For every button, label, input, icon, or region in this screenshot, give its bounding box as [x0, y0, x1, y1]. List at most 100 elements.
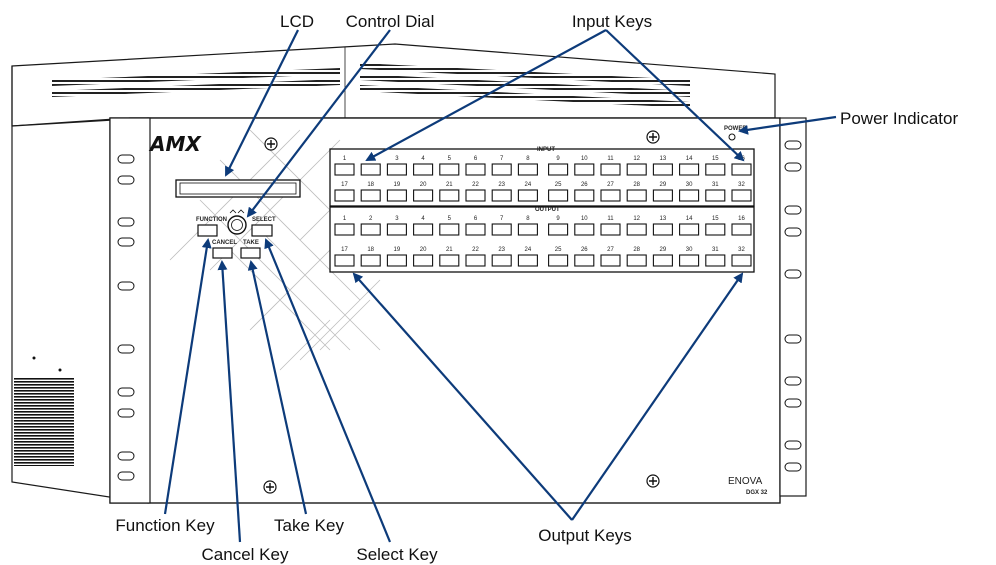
- output-key-25[interactable]: [548, 254, 569, 267]
- input-key-27[interactable]: [600, 189, 621, 202]
- input-key-11[interactable]: [600, 163, 621, 176]
- output-key-27[interactable]: [600, 254, 621, 267]
- input-key-23[interactable]: [491, 189, 512, 202]
- input-key-number: 30: [686, 182, 693, 188]
- output-key-14[interactable]: [679, 223, 700, 236]
- output-key-26[interactable]: [574, 254, 595, 267]
- input-key-25[interactable]: [548, 189, 569, 202]
- input-key-9[interactable]: [548, 163, 569, 176]
- output-key-number: 5: [448, 216, 452, 222]
- take-key-leader: [247, 260, 308, 515]
- input-keys-callout: Input Keys: [572, 12, 652, 31]
- control-dial-callout: Control Dial: [346, 12, 435, 31]
- rack-ear-right: [779, 117, 807, 497]
- output-key-8[interactable]: [517, 223, 538, 236]
- input-key-15[interactable]: [705, 163, 726, 176]
- output-key-9[interactable]: [548, 223, 569, 236]
- output-key-31[interactable]: [705, 254, 726, 267]
- input-key-22[interactable]: [465, 189, 486, 202]
- rack-slots-left: [117, 154, 135, 481]
- input-key-number: 18: [367, 182, 374, 188]
- output-key-21[interactable]: [439, 254, 460, 267]
- output-key-6[interactable]: [465, 223, 486, 236]
- output-key-15[interactable]: [705, 223, 726, 236]
- control-dial[interactable]: [227, 209, 247, 235]
- output-key-3[interactable]: [386, 223, 407, 236]
- output-key-number: 21: [446, 247, 453, 253]
- select-button[interactable]: [251, 224, 273, 237]
- input-key-8[interactable]: [517, 163, 538, 176]
- output-key-1[interactable]: [334, 223, 355, 236]
- model-name: ENOVA: [728, 476, 763, 487]
- input-key-32[interactable]: [731, 189, 752, 202]
- input-key-14[interactable]: [679, 163, 700, 176]
- chassis-top: [11, 43, 776, 127]
- input-key-13[interactable]: [652, 163, 673, 176]
- output-key-23[interactable]: [491, 254, 512, 267]
- callout-labels: LCD Control Dial Input Keys Power Indica…: [115, 12, 958, 564]
- input-key-number: 22: [472, 182, 479, 188]
- model-number: DGX 32: [746, 490, 768, 496]
- input-key-29[interactable]: [652, 189, 673, 202]
- input-key-number: 23: [498, 182, 505, 188]
- input-key-10[interactable]: [574, 163, 595, 176]
- output-key-17[interactable]: [334, 254, 355, 267]
- cancel-label: CANCEL: [212, 240, 237, 246]
- input-key-4[interactable]: [413, 163, 434, 176]
- output-key-30[interactable]: [679, 254, 700, 267]
- input-key-18[interactable]: [360, 189, 381, 202]
- input-key-2[interactable]: [360, 163, 381, 176]
- input-key-number: 21: [446, 182, 453, 188]
- input-key-16[interactable]: [731, 163, 752, 176]
- output-key-32[interactable]: [731, 254, 752, 267]
- output-key-16[interactable]: [731, 223, 752, 236]
- input-key-7[interactable]: [491, 163, 512, 176]
- output-key-number: 10: [581, 216, 588, 222]
- select-key-callout: Select Key: [356, 545, 438, 564]
- output-key-7[interactable]: [491, 223, 512, 236]
- output-key-11[interactable]: [600, 223, 621, 236]
- input-key-19[interactable]: [386, 189, 407, 202]
- input-key-1[interactable]: [334, 163, 355, 176]
- output-key-24[interactable]: [517, 254, 538, 267]
- cancel-button[interactable]: [212, 247, 233, 259]
- output-key-5[interactable]: [439, 223, 460, 236]
- output-key-number: 28: [633, 247, 640, 253]
- output-key-number: 18: [367, 247, 374, 253]
- input-key-6[interactable]: [465, 163, 486, 176]
- output-key-number: 20: [420, 247, 427, 253]
- output-key-4[interactable]: [413, 223, 434, 236]
- output-key-19[interactable]: [386, 254, 407, 267]
- input-key-28[interactable]: [626, 189, 647, 202]
- input-key-number: 28: [633, 182, 640, 188]
- output-key-number: 6: [474, 216, 478, 222]
- output-key-20[interactable]: [413, 254, 434, 267]
- output-key-12[interactable]: [626, 223, 647, 236]
- output-key-number: 27: [607, 247, 614, 253]
- input-key-number: 11: [607, 156, 614, 162]
- output-key-18[interactable]: [360, 254, 381, 267]
- output-key-13[interactable]: [652, 223, 673, 236]
- input-key-5[interactable]: [439, 163, 460, 176]
- input-key-20[interactable]: [413, 189, 434, 202]
- output-key-2[interactable]: [360, 223, 381, 236]
- side-screw-2: [58, 368, 62, 372]
- output-key-22[interactable]: [465, 254, 486, 267]
- input-key-30[interactable]: [679, 189, 700, 202]
- output-key-29[interactable]: [652, 254, 673, 267]
- input-key-12[interactable]: [626, 163, 647, 176]
- input-key-3[interactable]: [386, 163, 407, 176]
- input-key-26[interactable]: [574, 189, 595, 202]
- input-key-24[interactable]: [517, 189, 538, 202]
- input-key-number: 1: [343, 156, 347, 162]
- screw-icon: [264, 137, 278, 151]
- function-button[interactable]: [197, 224, 218, 237]
- take-button[interactable]: [240, 247, 261, 259]
- input-key-17[interactable]: [334, 189, 355, 202]
- input-key-21[interactable]: [439, 189, 460, 202]
- output-key-number: 12: [633, 216, 640, 222]
- output-key-10[interactable]: [574, 223, 595, 236]
- input-key-31[interactable]: [705, 189, 726, 202]
- output-key-number: 25: [555, 247, 562, 253]
- output-key-28[interactable]: [626, 254, 647, 267]
